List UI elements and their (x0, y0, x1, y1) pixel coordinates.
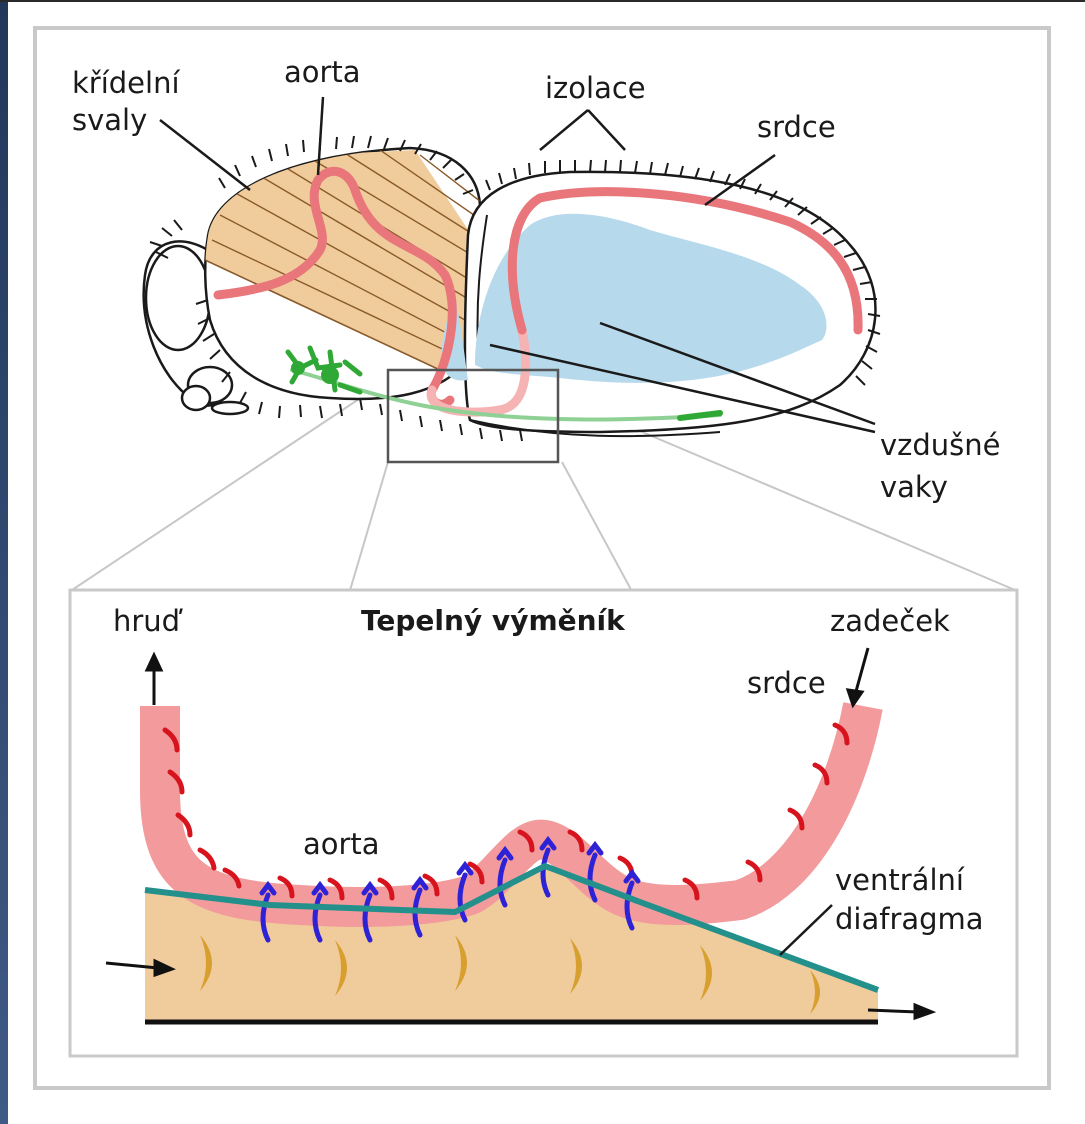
label-thorax: hruď (113, 604, 184, 638)
label-heart-top: srdce (757, 110, 836, 144)
inset-title: Tepelný výměník (361, 604, 626, 637)
label-air-sacs-1: vzdušné (880, 428, 1001, 462)
label-air-sacs-2: vaky (880, 470, 948, 504)
label-diaphragm-2: diafragma (835, 902, 984, 936)
label-wing-muscles-1: křídelní (72, 66, 180, 100)
label-aorta-top: aorta (284, 55, 361, 89)
label-heart-inset: srdce (747, 666, 826, 700)
label-insulation: izolace (545, 71, 646, 105)
label-diaphragm-1: ventrální (835, 863, 965, 897)
label-aorta-inset: aorta (303, 827, 380, 861)
label-abdomen: zadeček (830, 604, 950, 638)
label-wing-muscles-2: svaly (72, 103, 147, 137)
